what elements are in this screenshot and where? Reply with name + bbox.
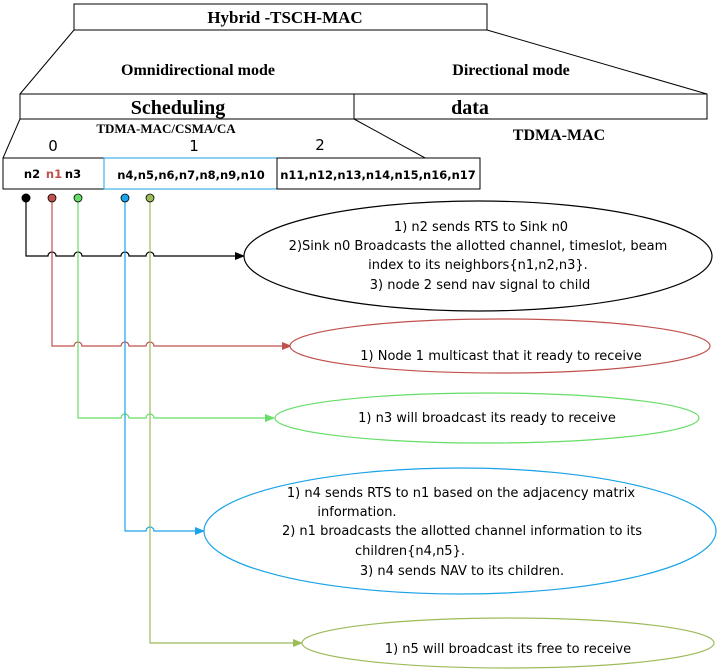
slot-2-nodes: n11,n12,n13,n14,n15,n16,n17 [280, 168, 476, 182]
bubble-1-line-2: 2)Sink n0 Broadcasts the allotted channe… [289, 239, 668, 254]
slot-1-nodes: n4,n5,n6,n7,n8,n9,n10 [117, 168, 265, 182]
bubble-3 [274, 392, 700, 444]
connector-black [25, 198, 245, 260]
bubble-1-line-1: 1) n2 sends RTS to Sink n0 [394, 220, 568, 235]
bubble-1-line-4: 3) node 2 send nav signal to child [370, 278, 591, 293]
directional-mode-label: Directional mode [452, 62, 569, 79]
bubble-1-line-3: index to its neighbors{n1,n2,n3}. [368, 258, 588, 273]
bubble-4-line-5: 3) n4 sends NAV to its children. [360, 564, 564, 579]
dot-n2 [21, 193, 31, 203]
bubble-3-line-1: 1) n3 will broadcast its ready to receiv… [358, 411, 616, 426]
bubble-1 [243, 200, 713, 312]
scheduling-box [19, 93, 355, 120]
bubble-5-line-1: 1) n5 will broadcast its free to receive [385, 642, 631, 657]
node-n3-label: n3 [65, 167, 81, 181]
bubble-4-line-4: children{n4,n5}. [355, 544, 465, 559]
bubble-4-line-1: 1) n4 sends RTS to n1 based on the adjac… [287, 486, 636, 501]
node-n1-label: n1 [46, 167, 62, 181]
bubble-5 [301, 617, 715, 669]
data-label: data [451, 97, 489, 119]
dot-n5 [145, 193, 155, 203]
title-connector-right [486, 29, 708, 95]
scheduling-connector-left [2, 118, 21, 159]
slot-2-label: 2 [315, 136, 325, 154]
title-text: Hybrid -TSCH-MAC [207, 8, 362, 27]
connector-green [77, 198, 275, 422]
slot-1-label: 1 [189, 137, 199, 155]
connector-blue [124, 198, 205, 535]
dot-n4 [120, 193, 130, 203]
bubble-4-line-3: 2) n1 broadcasts the allotted channel in… [282, 524, 642, 539]
data-box [353, 93, 708, 120]
bubble-2 [289, 318, 711, 374]
slot-1-box [103, 157, 278, 190]
slot-2-box [276, 157, 481, 190]
title-box [73, 3, 488, 31]
tdma-label: TDMA-MAC [513, 127, 605, 144]
dot-n1 [47, 193, 57, 203]
slot-0-box [2, 157, 105, 190]
omni-mode-label: Omnidirectional mode [121, 62, 275, 79]
title-connector-left [19, 29, 75, 95]
node-n2-label: n2 [24, 167, 40, 181]
slot-0-label: 0 [48, 137, 58, 155]
tdma-csma-label: TDMA-MAC/CSMA/CA [96, 121, 236, 136]
connector-olive [149, 198, 303, 647]
dot-n3 [73, 193, 83, 203]
bubble-2-line-1: 1) Node 1 multicast that it ready to rec… [360, 349, 641, 364]
scheduling-label: Scheduling [131, 97, 225, 119]
bubble-4-line-2: information. [317, 505, 396, 520]
bubble-4 [203, 467, 717, 595]
